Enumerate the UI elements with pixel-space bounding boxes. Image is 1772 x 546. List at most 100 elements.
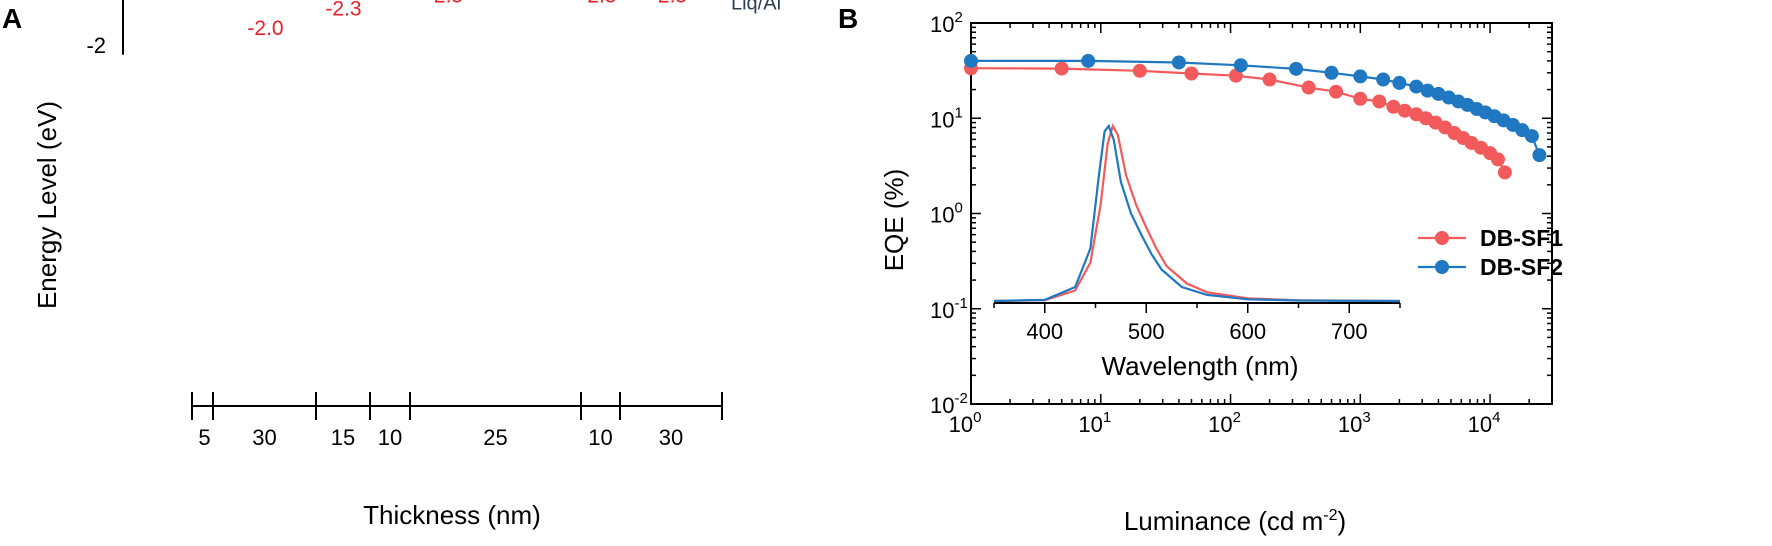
layer-boxes: HATCN-5.4TAPC-2.0-5.5TCTA-2.3-5.7mCBP-2.… bbox=[247, 0, 687, 40]
series-point bbox=[1324, 65, 1339, 80]
y-tick-label-exp: -1 bbox=[954, 295, 967, 312]
energy-y-axis-title: Energy Level (eV) bbox=[32, 101, 62, 309]
series-point bbox=[964, 53, 978, 68]
thickness-tick-label: 15 bbox=[331, 425, 355, 450]
series-point bbox=[1171, 55, 1186, 70]
thickness-tick-label: 10 bbox=[588, 425, 612, 450]
series-point bbox=[1397, 103, 1412, 118]
series-point bbox=[1524, 129, 1539, 144]
y-tick-label-exp: 2 bbox=[954, 9, 962, 26]
thickness-tick-label: 30 bbox=[659, 425, 683, 450]
panel-label-b: B bbox=[838, 3, 858, 34]
lumo-value-label: -2.5 bbox=[651, 0, 687, 8]
thickness-tick-label: 25 bbox=[483, 425, 507, 450]
x-tick-label-exp: 4 bbox=[1492, 409, 1500, 426]
series-point bbox=[1233, 58, 1248, 73]
series-point bbox=[1184, 66, 1199, 81]
y-tick-label: 100 bbox=[930, 200, 963, 228]
inset-x-tick-label: 700 bbox=[1331, 319, 1368, 344]
eqe-plot-frame bbox=[970, 22, 1553, 405]
x-tick-label-base: 10 bbox=[1468, 412, 1492, 437]
luminance-axis-title-end: ) bbox=[1337, 506, 1346, 536]
inset-x-axis-title: Wavelength (nm) bbox=[1102, 351, 1299, 381]
x-tick-label: 102 bbox=[1208, 409, 1241, 437]
series-point bbox=[1409, 79, 1424, 94]
thickness-tick-label: 5 bbox=[198, 425, 210, 450]
x-tick-label: 101 bbox=[1078, 409, 1111, 437]
eqe-series bbox=[964, 53, 1547, 180]
y-tick-label-base: 10 bbox=[930, 203, 954, 228]
thickness-tick-label: 30 bbox=[252, 425, 276, 450]
luminance-x-axis-title: Luminance (cd m-2) bbox=[1124, 506, 1346, 536]
series-line bbox=[971, 59, 1541, 156]
series-point bbox=[1301, 80, 1316, 95]
series-point bbox=[1386, 99, 1401, 114]
legend-marker bbox=[1435, 231, 1449, 245]
series-point bbox=[1392, 75, 1407, 90]
series-point bbox=[1497, 165, 1512, 180]
inset-spectrum-line bbox=[993, 123, 1401, 303]
lumo-value-label: -2.3 bbox=[325, 0, 361, 21]
series-point bbox=[1329, 84, 1344, 99]
series-point bbox=[1490, 152, 1505, 167]
luminance-axis-title-main: Luminance (cd m bbox=[1124, 506, 1323, 536]
x-tick-label: 100 bbox=[949, 409, 982, 437]
eqe-y-axis-title: EQE (%) bbox=[879, 169, 909, 272]
y-tick-label-exp: -2 bbox=[954, 390, 967, 407]
series-point bbox=[1132, 63, 1147, 78]
legend-marker bbox=[1435, 260, 1449, 274]
lumo-value-label: -2.0 bbox=[247, 17, 283, 40]
panel-a-energy-diagram: A -2-3-4-5-6-7 Energy Level (eV) mMDBA-D… bbox=[2, 0, 781, 530]
y-tick-label-base: 10 bbox=[930, 298, 954, 323]
thickness-axis-title: Thickness (nm) bbox=[363, 500, 541, 530]
series-point bbox=[1289, 61, 1304, 76]
lumo-value-label: -2.5 bbox=[580, 0, 616, 8]
series-point bbox=[1081, 53, 1096, 68]
y-tick-label-exp: 1 bbox=[954, 104, 962, 121]
x-tick-label-base: 10 bbox=[1338, 412, 1362, 437]
series-point bbox=[1376, 72, 1391, 87]
inset-x-tick-label: 500 bbox=[1128, 319, 1165, 344]
inset-x-tick-label: 600 bbox=[1229, 319, 1266, 344]
legend-label: DB-SF1 bbox=[1480, 225, 1563, 251]
y-tick-label: 10-1 bbox=[930, 295, 968, 323]
series-point bbox=[1420, 83, 1435, 98]
x-tick-label-base: 10 bbox=[1078, 412, 1102, 437]
y-tick-label-exp: 0 bbox=[954, 200, 962, 217]
x-tick-label-base: 10 bbox=[949, 412, 973, 437]
x-tick-label-exp: 0 bbox=[973, 409, 981, 426]
x-tick-label-exp: 1 bbox=[1103, 409, 1111, 426]
cathode-name-label: Liq/Al bbox=[731, 0, 781, 15]
y-tick-label: 102 bbox=[930, 9, 963, 37]
series-point bbox=[1532, 148, 1547, 163]
x-tick-label-exp: 3 bbox=[1362, 409, 1370, 426]
series-point bbox=[1262, 72, 1277, 87]
inset-x-tick-label: 400 bbox=[1026, 319, 1063, 344]
y-tick-label: 10-2 bbox=[930, 390, 968, 418]
energy-y-axis: -2-3-4-5-6-7 bbox=[86, 0, 124, 58]
lumo-value-label: -2.6 bbox=[371, 0, 407, 1]
y-tick-label-base: 10 bbox=[930, 12, 954, 37]
series-point bbox=[1372, 94, 1387, 109]
thickness-tick-label: 10 bbox=[378, 425, 402, 450]
series-point bbox=[1054, 61, 1069, 76]
legend-label: DB-SF2 bbox=[1480, 254, 1563, 280]
x-tick-label: 104 bbox=[1468, 409, 1501, 437]
lumo-value-label: -2.5 bbox=[427, 0, 463, 8]
luminance-axis-title-sup: -2 bbox=[1323, 507, 1337, 524]
series-point bbox=[1228, 68, 1243, 83]
x-tick-label-exp: 2 bbox=[1233, 409, 1241, 426]
thickness-axis: 5 30 15 10 25 10 30 bbox=[191, 392, 723, 450]
x-tick-label-base: 10 bbox=[1208, 412, 1232, 437]
inset-spectrum-line bbox=[993, 123, 1401, 303]
plot-frame bbox=[970, 22, 1553, 405]
y-tick-label-base: 10 bbox=[930, 107, 954, 132]
x-tick-label: 103 bbox=[1338, 409, 1371, 437]
energy-y-tick-label: -2 bbox=[86, 33, 106, 58]
